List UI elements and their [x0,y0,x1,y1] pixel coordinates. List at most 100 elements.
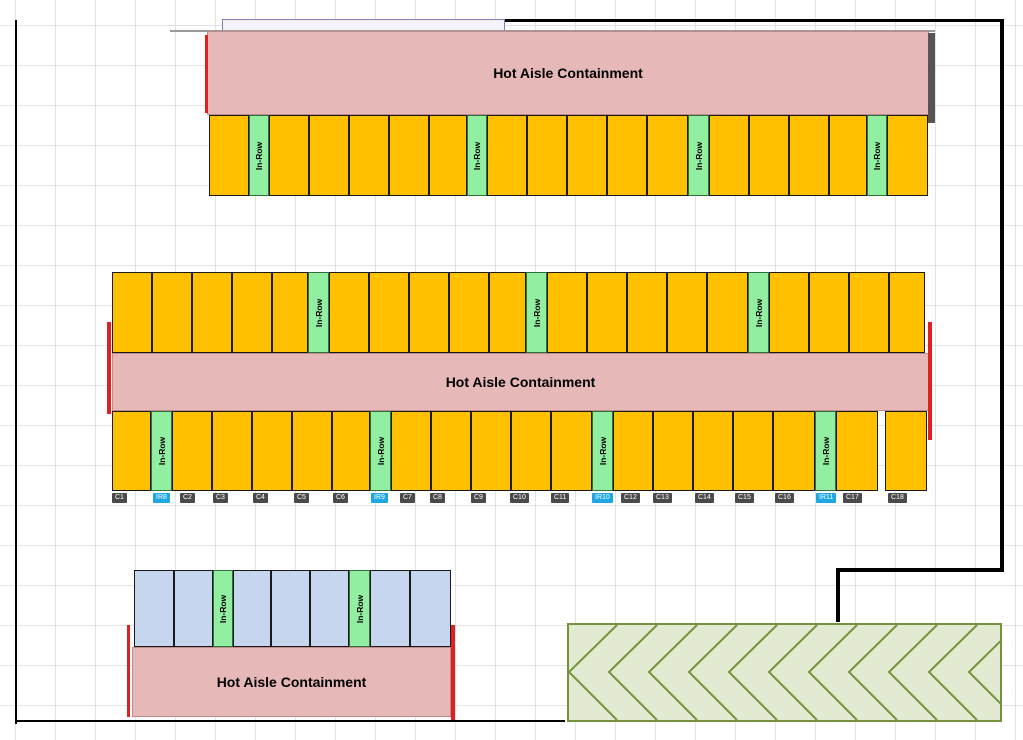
in-row-cooling-unit: In-Row [308,272,329,353]
hatch-pattern [569,625,1000,720]
column-tag: C3 [213,493,228,503]
server-rack [653,411,693,491]
in-row-label: In-Row [254,141,264,170]
server-rack [733,411,773,491]
server-rack [471,411,511,491]
server-rack [269,115,309,196]
server-rack [769,272,809,353]
server-rack [547,272,587,353]
server-rack [252,411,292,491]
server-rack [773,411,815,491]
server-rack [292,411,332,491]
column-tag: C1 [112,493,127,503]
server-rack [567,115,607,196]
in-row-label: In-Row [218,594,228,623]
hatch-chevron [647,625,698,720]
server-rack [112,411,151,491]
server-rack [409,272,449,353]
server-rack [707,272,748,353]
in-row-label: In-Row [872,141,882,170]
in-row-cooling-unit: In-Row [213,570,233,647]
in-row-label: In-Row [693,141,704,170]
server-rack [310,570,349,647]
column-tag: C5 [294,493,309,503]
in-row-label: In-Row [313,298,324,327]
server-rack [271,570,310,647]
in-row-label: In-Row [354,594,365,623]
server-rack [410,570,451,647]
column-tag: C15 [735,493,754,503]
server-rack [134,570,174,647]
in-row-label: In-Row [597,436,608,466]
wall-top [505,19,1003,22]
hatch-chevron [807,625,858,720]
in-row-label: In-Row [156,436,167,466]
column-tag: C6 [333,493,348,503]
column-tag: C16 [775,493,794,503]
server-rack [309,115,349,196]
column-tag: C4 [253,493,268,503]
containment-door-left [205,35,208,113]
column-tag: C10 [510,493,529,503]
hatch-chevron [887,625,938,720]
in-row-label: In-Row [531,298,542,327]
column-tag: C9 [471,493,486,503]
server-rack [389,115,429,196]
server-rack [349,115,389,196]
hatch-chevron [767,625,818,720]
server-rack [511,411,551,491]
in-row-cooling-unit: In-Row [526,272,547,353]
server-rack [829,115,867,196]
in-row-label: In-Row [753,298,764,327]
server-rack [789,115,829,196]
containment-door-left [107,322,111,414]
in-row-tag: IR10 [592,493,613,503]
in-row-cooling-unit: In-Row [688,115,709,196]
hot-aisle-containment-bottom: Hot Aisle Containment [132,647,451,717]
in-row-cooling-unit: In-Row [349,570,370,647]
in-row-cooling-unit: In-Row [151,411,172,491]
server-rack [391,411,431,491]
server-rack [487,115,527,196]
column-tag: C18 [888,493,907,503]
server-rack [887,115,928,196]
in-row-tag: IR9 [371,493,388,503]
server-rack [233,570,271,647]
column-tag: C7 [400,493,415,503]
in-row-tag: IR8 [153,493,170,503]
hatch-chevron [607,625,658,720]
server-rack [527,115,567,196]
server-rack [587,272,627,353]
in-row-tag: IR11 [816,493,837,503]
in-row-cooling-unit: In-Row [370,411,391,491]
server-rack [329,272,369,353]
in-row-cooling-unit: In-Row [867,115,887,196]
server-rack [709,115,749,196]
server-rack [112,272,152,353]
hatch-chevron [927,625,978,720]
server-rack [889,272,925,353]
hot-aisle-label: Hot Aisle Containment [445,374,596,390]
column-tag: C8 [430,493,445,503]
hatch-chevron [847,625,898,720]
in-row-cooling-unit: In-Row [467,115,487,196]
server-rack [489,272,526,353]
hot-aisle-label: Hot Aisle Containment [216,674,367,690]
server-rack [431,411,471,491]
server-rack [429,115,467,196]
server-rack [885,411,927,491]
in-row-label: In-Row [375,436,386,466]
column-tag: C12 [621,493,640,503]
containment-door-left [127,625,130,717]
column-tag: C14 [695,493,714,503]
wall-left [15,20,17,724]
server-rack [607,115,647,196]
containment-door-right [928,322,932,440]
server-rack [152,272,192,353]
server-rack [369,272,409,353]
hatched-area [567,623,1002,722]
server-rack [809,272,849,353]
server-rack [627,272,667,353]
in-row-label: In-Row [472,141,482,170]
containment-door-right [451,625,455,720]
